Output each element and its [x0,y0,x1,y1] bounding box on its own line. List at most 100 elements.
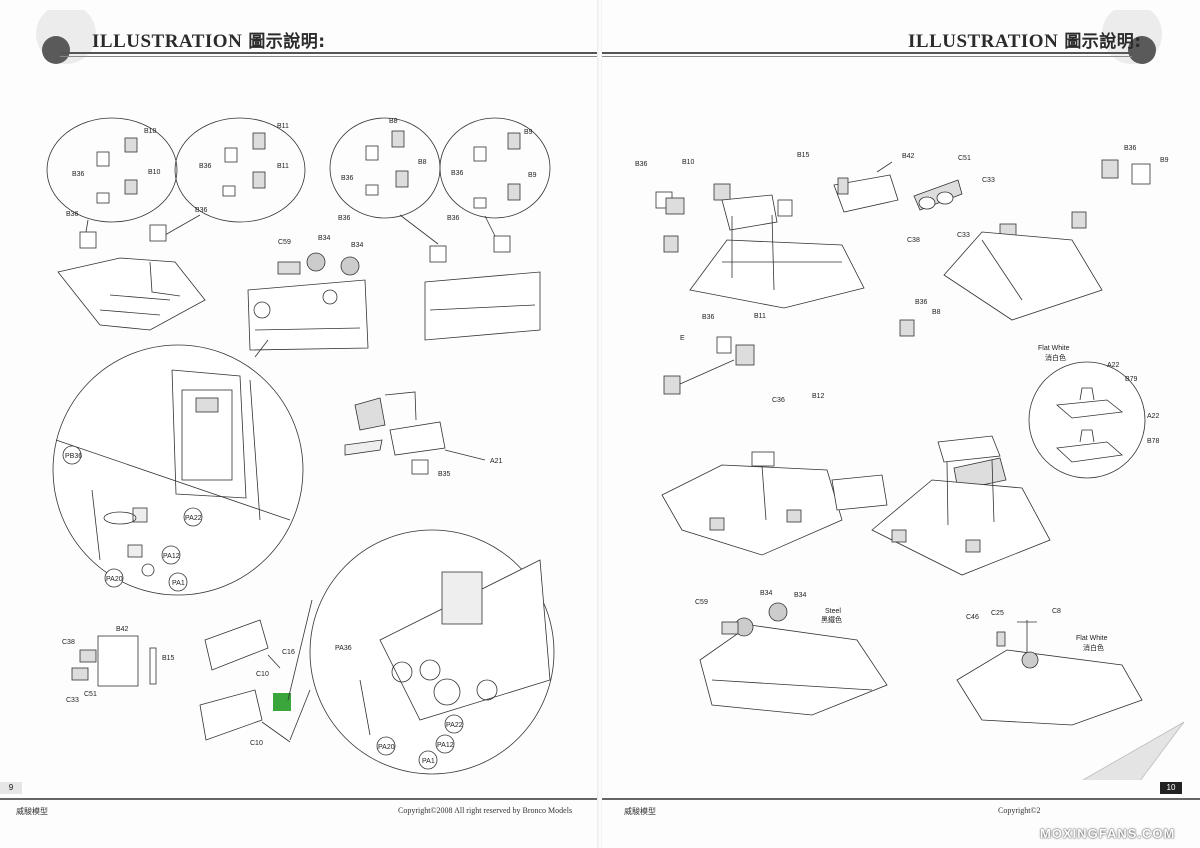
mount-assembly [71,635,157,687]
r-paint-steel: Steel [825,608,841,615]
r-label-e: E [680,335,685,342]
r-label-b8: B8 [932,309,941,316]
page-number: 9 [0,782,22,794]
turret-roof-assembly-2 [899,159,1151,337]
r-label-c33-2: C33 [957,232,970,239]
callout-bubble-b10-b11 [46,117,306,239]
label-a21: A21 [490,458,503,465]
label-pb36: PB36 [65,453,82,460]
corner-disc-decoration-right [1102,10,1162,64]
header-rule [60,52,598,54]
callout-bubble-b8-b9 [329,117,551,245]
lower-hull-wheels [699,602,888,716]
r-paint-flat-white-2: Flat White [1076,635,1108,642]
label-b11: B11 [277,123,289,130]
r-paint-steel-cn: 黑鐵色 [821,615,842,624]
label-b36-5: B36 [341,175,354,182]
footer-rule-right [602,798,1200,800]
upper-hull-assembly [661,451,888,556]
watermark-text: MOXINGFANS.COM [1040,826,1176,841]
r-paint-flat-white-cn-2: 消白色 [1083,643,1104,652]
label-pa12-2: PA12 [437,742,454,749]
label-b8: B8 [389,118,398,125]
r-paint-flat-white-cn: 消白色 [1045,353,1066,362]
header-rule-thin-right [602,56,1132,57]
label-b36-7: B36 [451,170,464,177]
page-number-right: 10 [1160,782,1182,794]
bracket-assembly [344,391,486,475]
callout-circles-right [376,714,464,770]
label-b8-2: B8 [418,159,427,166]
label-b34: B34 [318,235,331,242]
label-b10: B10 [144,128,157,135]
footer-brand-right: 威駿模型 [624,807,656,816]
r-label-b78: B78 [1147,438,1160,445]
r-label-c59: C59 [695,599,708,606]
label-b36-2: B36 [66,211,79,218]
dashboard-pieces [199,619,291,743]
r-label-c25: C25 [991,610,1004,617]
r-label-b36-3: B36 [915,299,928,306]
label-pa1: PA1 [172,580,185,587]
r-label-c8: C8 [1052,608,1061,615]
r-paint-flat-white: Flat White [1038,345,1070,352]
label-b15: B15 [162,655,175,662]
r-label-a22: A22 [1107,362,1120,369]
label-c59: C59 [278,239,291,246]
r-label-c33: C33 [982,177,995,184]
hatch-panel-b42 [833,161,899,213]
periscope-assembly [913,179,963,211]
label-b11-2: B11 [277,163,289,170]
label-c10: C10 [256,671,269,678]
r-label-b42: B42 [902,153,915,160]
label-b9: B9 [524,129,533,136]
footer-copyright-right: Copyright©2 [998,806,1041,815]
r-label-b34: B34 [760,590,773,597]
header-rule-thin [60,56,598,57]
turret-roof-assembly-1 [655,183,865,309]
small-parts-b8-b9 [365,130,521,209]
footer-rule [0,798,598,800]
superstructure-assembly [871,435,1051,576]
label-pa1-2: PA1 [422,758,435,765]
label-b42: B42 [116,626,129,633]
r-label-b34-2: B34 [794,592,807,599]
label-c16: C16 [282,649,295,656]
r-label-b9: B9 [1160,157,1169,164]
label-pa36: PA36 [335,645,352,652]
footer-brand: 威駿模型 [16,807,48,816]
label-pa20-2: PA20 [378,744,395,751]
page-gutter [597,0,603,848]
label-b35: B35 [438,471,451,478]
right-illustration: B36 B10 E B15 B42 C51 C33 C38 C33 [635,145,1185,780]
detail-circle-a22 [1028,361,1146,479]
label-b36: B36 [72,171,85,178]
label-pa20: PA20 [106,576,123,583]
label-b9-2: B9 [528,172,537,179]
detail-circle-dashboard [287,529,555,775]
label-b10-2: B10 [148,169,161,176]
watermark-plane-icon [1082,721,1185,780]
label-c51: C51 [84,691,97,698]
footer-copyright: Copyright©2008 All right reserved by Bro… [398,806,573,815]
label-b36-6: B36 [338,215,351,222]
r-label-c46: C46 [966,614,979,621]
r-label-c36: C36 [772,397,785,404]
label-pa12: PA12 [163,553,180,560]
label-b36-4: B36 [195,207,208,214]
r-label-c51: C51 [958,155,971,162]
small-parts-b10 [96,132,266,204]
r-label-b36: B36 [635,161,648,168]
r-label-b12: B12 [812,393,825,400]
r-label-b36-2: B36 [1124,145,1137,152]
left-illustration: B10 B10 B36 B36 B11 B11 B36 B36 [46,117,555,775]
hull-section-3 [424,235,541,341]
r-label-b79: B79 [1125,376,1138,383]
highlight-marker-icon [273,693,291,711]
label-pa22-2: PA22 [446,722,463,729]
label-b36-3: B36 [199,163,212,170]
label-c10-2: C10 [250,740,263,747]
r-label-b11: B11 [754,313,766,320]
r-label-a22-2: A22 [1147,413,1160,420]
